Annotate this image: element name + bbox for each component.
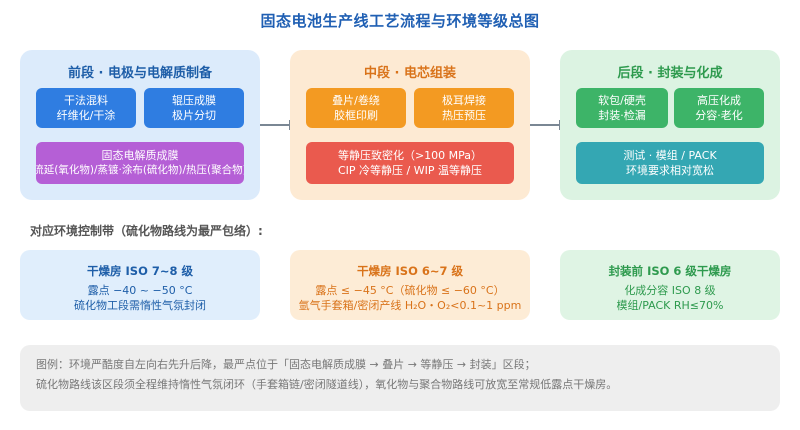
process-packaging-line1: 软包/硬壳 <box>598 94 646 107</box>
process-testing-pack: 测试 · 模组 / PACK 环境要求相对宽松 <box>576 142 764 184</box>
env-band-front-title: 干燥房 ISO 7~8 级 <box>87 264 193 278</box>
env-band-mid-line1: 露点 ≤ −45 °C（硫化物 ≤ −60 °C） <box>315 284 505 297</box>
legend-note: 图例：环境严酷度自左向右先升后降，最严点位于「固态电解质成膜 → 叠片 → 等静… <box>20 345 780 411</box>
env-band-front-line1: 露点 −40 ~ −50 °C <box>87 284 193 297</box>
process-calendering-line1: 辊压成膜 <box>172 94 216 107</box>
process-dry-mixing-line2: 纤维化/干涂 <box>56 109 116 122</box>
process-tab-welding-line1: 极耳焊接 <box>442 94 486 107</box>
env-band-mid-title: 干燥房 ISO 6~7 级 <box>357 264 463 278</box>
process-testing-pack-line2: 环境要求相对宽松 <box>626 164 714 177</box>
process-electrolyte-film: 固态电解质成膜 流延(氧化物)/蒸镀·涂布(硫化物)/热压(聚合物) <box>36 142 244 184</box>
env-band-front: 干燥房 ISO 7~8 级 露点 −40 ~ −50 °C 硫化物工段需惰性气氛… <box>20 250 260 320</box>
process-stacking: 叠片/卷绕 胶框印刷 <box>306 88 406 128</box>
stage-connector-arrow <box>260 120 291 130</box>
process-calendering-line2: 极片分切 <box>172 109 216 122</box>
process-isostatic-pressing: 等静压致密化（>100 MPa） CIP 冷等静压 / WIP 温等静压 <box>306 142 514 184</box>
env-band-back-line2: 模组/PACK RH≤70% <box>616 299 724 312</box>
env-band-mid-line2: 氩气手套箱/密闭产线 H₂O・O₂<0.1~1 ppm <box>298 299 522 312</box>
process-isostatic-pressing-line1: 等静压致密化（>100 MPa） <box>337 149 483 162</box>
process-stacking-line1: 叠片/卷绕 <box>332 94 380 107</box>
stage-mid-title: 中段 · 电芯组装 <box>364 66 456 81</box>
process-packaging-line2: 封装·检漏 <box>598 109 646 122</box>
process-tab-welding: 极耳焊接 热压预压 <box>414 88 514 128</box>
process-tab-welding-line2: 热压预压 <box>442 109 486 122</box>
env-band-back-title: 封装前 ISO 6 级干燥房 <box>608 264 732 278</box>
process-packaging: 软包/硬壳 封装·检漏 <box>576 88 668 128</box>
env-band-back: 封装前 ISO 6 级干燥房 化成分容 ISO 8 级 模组/PACK RH≤7… <box>560 250 780 320</box>
process-dry-mixing-line1: 干法混料 <box>64 94 108 107</box>
process-testing-pack-line1: 测试 · 模组 / PACK <box>623 149 717 162</box>
process-formation-line2: 分容·老化 <box>695 109 743 122</box>
stage-connector-arrow <box>530 120 561 130</box>
env-band-front-line2: 硫化物工段需惰性气氛封闭 <box>74 299 206 312</box>
process-isostatic-pressing-line2: CIP 冷等静压 / WIP 温等静压 <box>337 164 482 177</box>
legend-note-line1: 图例：环境严酷度自左向右先升后降，最严点位于「固态电解质成膜 → 叠片 → 等静… <box>36 358 536 371</box>
process-formation: 高压化成 分容·老化 <box>674 88 764 128</box>
stage-back-title: 后段 · 封装与化成 <box>617 66 723 81</box>
page-title: 固态电池生产线工艺流程与环境等级总图 <box>260 12 540 30</box>
process-calendering: 辊压成膜 极片分切 <box>144 88 244 128</box>
process-electrolyte-film-line1: 固态电解质成膜 <box>101 149 179 162</box>
process-electrolyte-film-line2: 流延(氧化物)/蒸镀·涂布(硫化物)/热压(聚合物) <box>36 164 244 176</box>
process-formation-line1: 高压化成 <box>697 94 741 107</box>
stage-front-title: 前段 · 电极与电解质制备 <box>68 66 212 81</box>
process-dry-mixing: 干法混料 纤维化/干涂 <box>36 88 136 128</box>
env-section-label: 对应环境控制带（硫化物路线为最严包络）: <box>30 224 263 238</box>
env-band-mid: 干燥房 ISO 6~7 级 露点 ≤ −45 °C（硫化物 ≤ −60 °C） … <box>290 250 530 320</box>
stage-back-panel: 后段 · 封装与化成 软包/硬壳 封装·检漏 高压化成 分容·老化 测试 · 模… <box>560 50 780 200</box>
stage-mid-panel: 中段 · 电芯组装 叠片/卷绕 胶框印刷 极耳焊接 热压预压 等静压致密化（>1… <box>290 50 530 200</box>
process-stacking-line2: 胶框印刷 <box>334 109 378 122</box>
legend-note-line2: 硫化物路线该区段须全程维持惰性气氛闭环（手套箱链/密闭隧道线），氧化物与聚合物路… <box>36 378 618 391</box>
env-band-back-line1: 化成分容 ISO 8 级 <box>624 284 716 297</box>
stage-front-panel: 前段 · 电极与电解质制备 干法混料 纤维化/干涂 辊压成膜 极片分切 固态电解… <box>20 50 260 200</box>
